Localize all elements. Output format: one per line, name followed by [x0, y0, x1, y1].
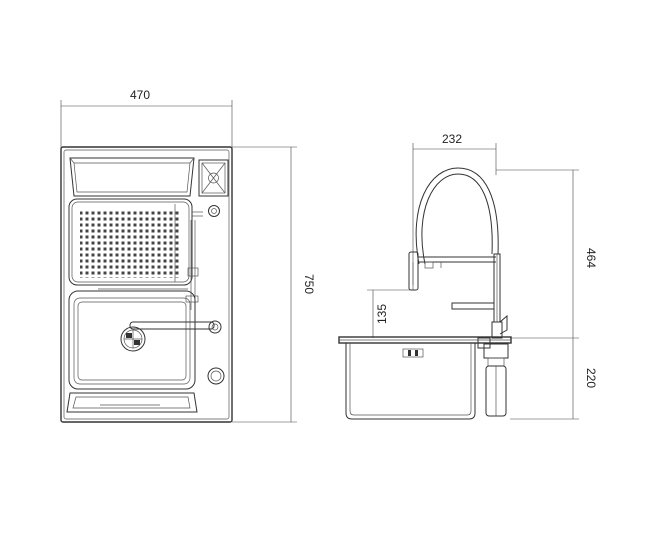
spout-clearance-dimension: 135	[367, 289, 412, 338]
height-dimension: 750	[232, 146, 316, 423]
sink-outline	[60, 146, 233, 423]
main-bowl	[68, 288, 196, 390]
width-label: 470	[130, 88, 150, 102]
pull-down-faucet	[408, 167, 508, 339]
faucet-reach-label: 232	[442, 132, 462, 146]
width-dimension: 470	[60, 88, 233, 150]
sink-side-view: 232 464 135 220	[338, 132, 598, 420]
spout-clearance-label: 135	[375, 304, 389, 324]
drain-strainer-icon	[120, 320, 222, 352]
colander-basket	[68, 198, 220, 286]
side-rail	[185, 220, 199, 310]
sink-top-view: 470 750	[60, 88, 316, 423]
bowl-depth-dimension: 220	[510, 338, 598, 420]
bowl-profile	[345, 343, 476, 420]
top-tray	[69, 157, 195, 197]
soap-dispenser	[477, 337, 509, 417]
sink-rim	[338, 336, 512, 344]
soap-dispenser-hole-icon	[207, 367, 225, 385]
bowl-depth-label: 220	[584, 368, 598, 388]
front-apron	[66, 392, 198, 413]
faucet-height-dimension: 464	[496, 169, 598, 339]
height-label: 750	[302, 274, 316, 294]
faucet-height-label: 464	[584, 248, 598, 268]
faucet-reach-dimension: 232	[412, 132, 497, 290]
drain-accessory-icon	[198, 159, 229, 197]
